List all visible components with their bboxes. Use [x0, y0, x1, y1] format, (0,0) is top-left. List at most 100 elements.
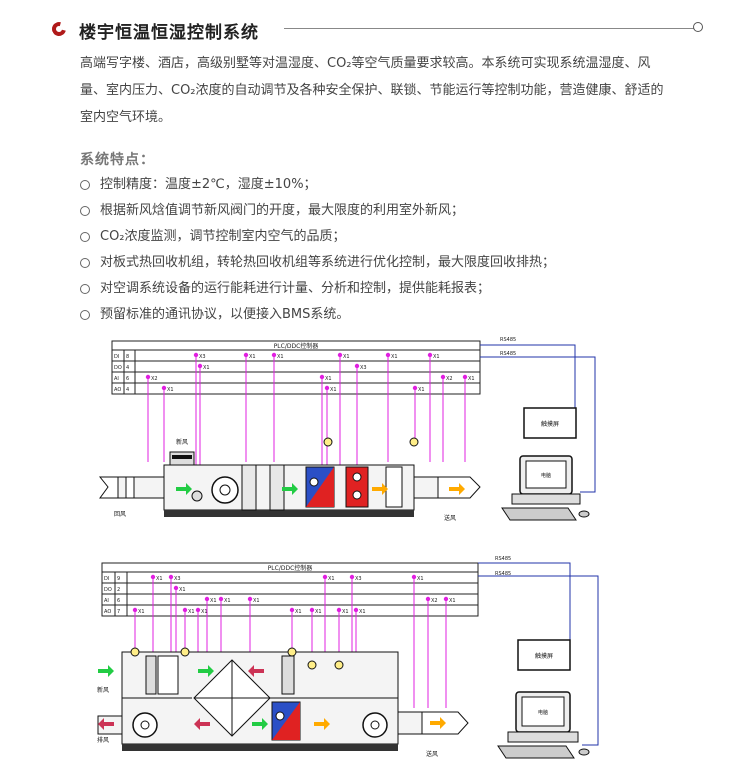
rs485-lines	[478, 562, 599, 746]
tag-x1: X1	[179, 587, 186, 593]
tag-x3: X3	[360, 365, 367, 371]
feature-item: CO₂浓度监测，调节控制室内空气的品质；	[80, 224, 555, 250]
tag-x1: X1	[328, 576, 335, 582]
touchscreen-label: 触摸屏	[535, 652, 553, 660]
tag-x1: X1	[359, 609, 366, 615]
tag-x2: X2	[431, 598, 438, 604]
bullet-icon	[80, 206, 90, 216]
exhaust-air-label: 排风	[97, 736, 109, 744]
io-count: 2	[117, 587, 120, 593]
io-type: DO	[104, 587, 112, 593]
tag-x1: X1	[138, 609, 145, 615]
feature-text: 对板式热回收机组，转轮热回收机组等系统进行优化控制，最大限度回收排热；	[100, 255, 556, 270]
divider-end-circle-icon	[693, 22, 703, 32]
tag-x3: X3	[355, 576, 362, 582]
diagram-1: PLC/DDC控制器 DI 8 DO 4 AI 6 AO 4	[98, 337, 596, 522]
tag-x1: X1	[343, 354, 350, 360]
tag-x1: X1	[433, 354, 440, 360]
feature-text: 对空调系统设备的运行能耗进行计量、分析和控制，提供能耗报表；	[100, 281, 491, 296]
sensor-icons	[130, 647, 344, 670]
rs485-label: RS485	[500, 351, 516, 357]
tag-x3: X3	[199, 354, 206, 360]
feature-text: 预留标准的通讯协议，以便接入BMS系统。	[100, 307, 350, 322]
tag-x3: X3	[174, 576, 181, 582]
io-type: AO	[114, 387, 121, 393]
header-divider	[284, 28, 694, 29]
tag-x1: X1	[210, 598, 217, 604]
tag-x1: X1	[330, 387, 337, 393]
computer-icon: 电脑	[501, 455, 590, 521]
signal-dots	[145, 352, 468, 391]
tag-x1: X1	[468, 376, 475, 382]
tag-x1: X1	[253, 598, 260, 604]
bullet-icon	[80, 180, 90, 190]
io-count: 9	[117, 576, 120, 582]
supply-air-label: 送风	[444, 514, 456, 522]
tag-x1: X1	[249, 354, 256, 360]
intro-paragraph: 高端写字楼、酒店，高级别墅等对温湿度、CO₂等空气质量要求较高。本系统可实现系统…	[80, 56, 664, 125]
io-count: 7	[117, 609, 120, 615]
touchscreen-label: 触摸屏	[541, 420, 559, 428]
signal-tags: X1 X1 X3 X1 X1 X1 X1 X1 X1 X1 X1 X1 X1 X…	[138, 576, 456, 615]
tag-x1: X1	[342, 609, 349, 615]
io-type: DO	[114, 365, 122, 371]
tag-x1: X1	[417, 576, 424, 582]
signal-tags: X2 X1 X3 X1 X1 X1 X1 X1 X1 X3 X1 X1 X1 X…	[151, 354, 475, 393]
feature-item: 根据新风焓值调节新风阀门的开度，最大限度的利用室外新风；	[80, 198, 555, 224]
controller-table: PLC/DDC控制器 DI 8 DO 4 AI 6 AO 4	[111, 340, 481, 395]
io-count: 4	[126, 365, 129, 371]
feature-item: 对板式热回收机组，转轮热回收机组等系统进行优化控制，最大限度回收排热；	[80, 250, 555, 276]
computer-icon: 电脑	[497, 691, 590, 759]
tag-x1: X1	[277, 354, 284, 360]
tag-x2: X2	[151, 376, 158, 382]
feature-item: 对空调系统设备的运行能耗进行计量、分析和控制，提供能耗报表；	[80, 276, 555, 302]
tag-x1: X1	[167, 387, 174, 393]
io-type: DI	[114, 354, 119, 360]
controller-label: PLC/DDC控制器	[268, 564, 313, 572]
tag-x1: X1	[449, 598, 456, 604]
bullet-icon	[80, 258, 90, 268]
return-air-label: 回风	[114, 511, 126, 518]
features-list: 控制精度：温度±2℃，湿度±10%； 根据新风焓值调节新风阀门的开度，最大限度的…	[80, 172, 555, 328]
io-type: AI	[104, 598, 109, 604]
rs485-label: RS485	[495, 556, 511, 562]
tag-x1: X1	[295, 609, 302, 615]
tag-x1: X1	[201, 609, 208, 615]
supply-air-label: 送风	[426, 750, 438, 758]
computer-label: 电脑	[538, 709, 548, 716]
rs485-label: RS485	[500, 337, 516, 343]
feature-item: 控制精度：温度±2℃，湿度±10%；	[80, 172, 555, 198]
tag-x1: X1	[224, 598, 231, 604]
air-handling-unit-2: 新风 排风 送风	[97, 647, 469, 758]
bullet-icon	[80, 310, 90, 320]
io-count: 8	[126, 354, 129, 360]
bullet-icon	[80, 232, 90, 242]
tag-x1: X1	[418, 387, 425, 393]
feature-text: 根据新风焓值调节新风阀门的开度，最大限度的利用室外新风；	[100, 203, 465, 218]
fresh-air-label: 新风	[176, 438, 188, 446]
features-title: 系统特点：	[80, 152, 155, 168]
fresh-air-label: 新风	[97, 686, 109, 694]
io-type: AI	[114, 376, 119, 382]
signal-dots	[132, 574, 449, 613]
tag-x1: X1	[188, 609, 195, 615]
feature-text: CO₂浓度监测，调节控制室内空气的品质；	[100, 229, 346, 244]
io-count: 6	[117, 598, 120, 604]
section-header: 楼宇恒温恒湿控制系统	[49, 18, 703, 46]
rs485-label: RS485	[495, 571, 511, 577]
io-count: 6	[126, 376, 129, 382]
tag-x1: X1	[156, 576, 163, 582]
tag-x1: X1	[325, 376, 332, 382]
page-title: 楼宇恒温恒湿控制系统	[79, 23, 259, 43]
tag-x2: X2	[446, 376, 453, 382]
feature-item: 预留标准的通讯协议，以便接入BMS系统。	[80, 302, 555, 328]
diagram-2: PLC/DDC控制器 DI 9 DO 2 AI 6 AO 7	[97, 556, 599, 759]
tag-x1: X1	[315, 609, 322, 615]
io-count: 4	[126, 387, 129, 393]
tag-x1: X1	[391, 354, 398, 360]
rs485-lines	[480, 344, 596, 493]
io-type: AO	[104, 609, 111, 615]
tag-x1: X1	[203, 365, 210, 371]
bullet-icon	[80, 284, 90, 294]
